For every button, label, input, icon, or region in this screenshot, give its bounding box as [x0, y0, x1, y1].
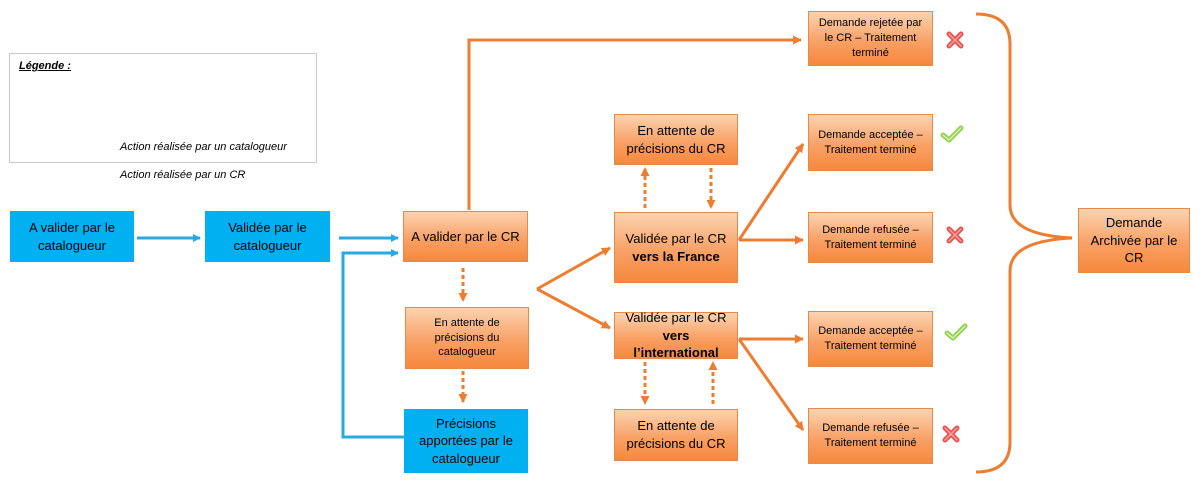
validee-france-bold: vers la France — [632, 248, 720, 264]
node-archivee: Demande Archivée par le CR — [1078, 208, 1190, 273]
node-precisions-apportees: Précisions apportées par le catalogueur — [404, 409, 528, 473]
legend-cr-label: Action réalisée par un CR — [120, 169, 246, 181]
node-refusee-intl: Demande refusée – Traitement terminé — [808, 408, 933, 464]
legend-catalogueur-label: Action réalisée par un catalogueur — [120, 141, 287, 153]
arrow-to-rejetee — [467, 35, 802, 210]
legend-title: Légende : — [19, 60, 71, 72]
node-refusee-france: Demande refusée – Traitement terminé — [808, 212, 933, 263]
check-icon — [940, 125, 964, 143]
arrow-intl-to-refusee — [737, 338, 805, 431]
node-rejetee-cr: Demande rejetée par le CR – Traitement t… — [808, 11, 933, 66]
arrow-to-validee-france — [536, 246, 611, 291]
node-a-valider-cr: A valider par le CR — [403, 211, 528, 262]
node-validee-catalogueur: Validée par le catalogueur — [205, 211, 330, 262]
node-attente-cr-top: En attente de précisions du CR — [614, 114, 738, 165]
node-validee-france: Validée par le CR vers la France — [614, 212, 738, 283]
validee-intl-text: Validée par le CR — [625, 310, 727, 326]
arrow-precisions-back-to-cr — [341, 249, 404, 439]
arrow-to-validee-intl — [536, 287, 611, 330]
validee-france-text: Validée par le CR — [625, 230, 727, 246]
cross-icon — [946, 226, 964, 244]
validee-intl-bold: vers l’international — [633, 327, 719, 361]
node-attente-cr-bottom: En attente de précisions du CR — [614, 409, 738, 461]
cross-icon — [946, 31, 964, 49]
node-a-valider-catalogueur: A valider par le catalogueur — [10, 211, 134, 262]
legend: Légende : Action réalisée par un catalog… — [9, 53, 317, 181]
node-acceptee-intl: Demande acceptée – Traitement terminé — [808, 311, 933, 367]
archive-brace — [975, 12, 1073, 474]
cross-icon — [942, 425, 960, 443]
node-validee-intl: Validée par le CR vers l’international — [614, 310, 738, 361]
node-attente-catalogueur: En attente de précisions du catalogueur — [405, 307, 529, 369]
node-acceptee-france: Demande acceptée – Traitement terminé — [808, 114, 933, 171]
arrow-france-to-acceptee — [737, 143, 805, 241]
check-icon — [944, 323, 968, 341]
